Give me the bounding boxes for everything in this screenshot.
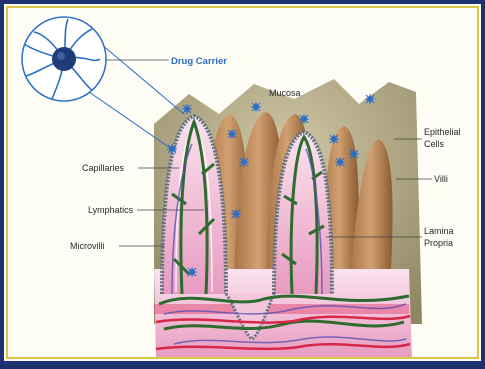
label-lamina-1: Lamina [424,226,454,236]
particle [335,157,345,167]
label-villi: Villi [434,174,448,184]
particle [239,157,249,167]
particle [329,134,339,144]
particle [187,267,197,277]
intestinal-villi-diagram: Drug Carrier Mucosa Epithelial Cells Vil… [4,4,485,369]
particle [227,129,237,139]
particle [231,209,241,219]
particle [349,149,359,159]
particle [182,104,192,114]
particle [365,94,375,104]
label-lymphatics: Lymphatics [88,205,134,215]
label-epithelial-2: Cells [424,139,445,149]
label-microvilli: Microvilli [70,241,105,251]
label-capillaries: Capillaries [82,163,125,173]
label-mucosa: Mucosa [269,88,301,98]
label-lamina-2: Propria [424,238,453,248]
label-epithelial-1: Epithelial [424,127,461,137]
label-drug-carrier: Drug Carrier [171,56,227,67]
particle [251,102,261,112]
drug-carrier-magnified [22,17,106,101]
particle [299,114,309,124]
